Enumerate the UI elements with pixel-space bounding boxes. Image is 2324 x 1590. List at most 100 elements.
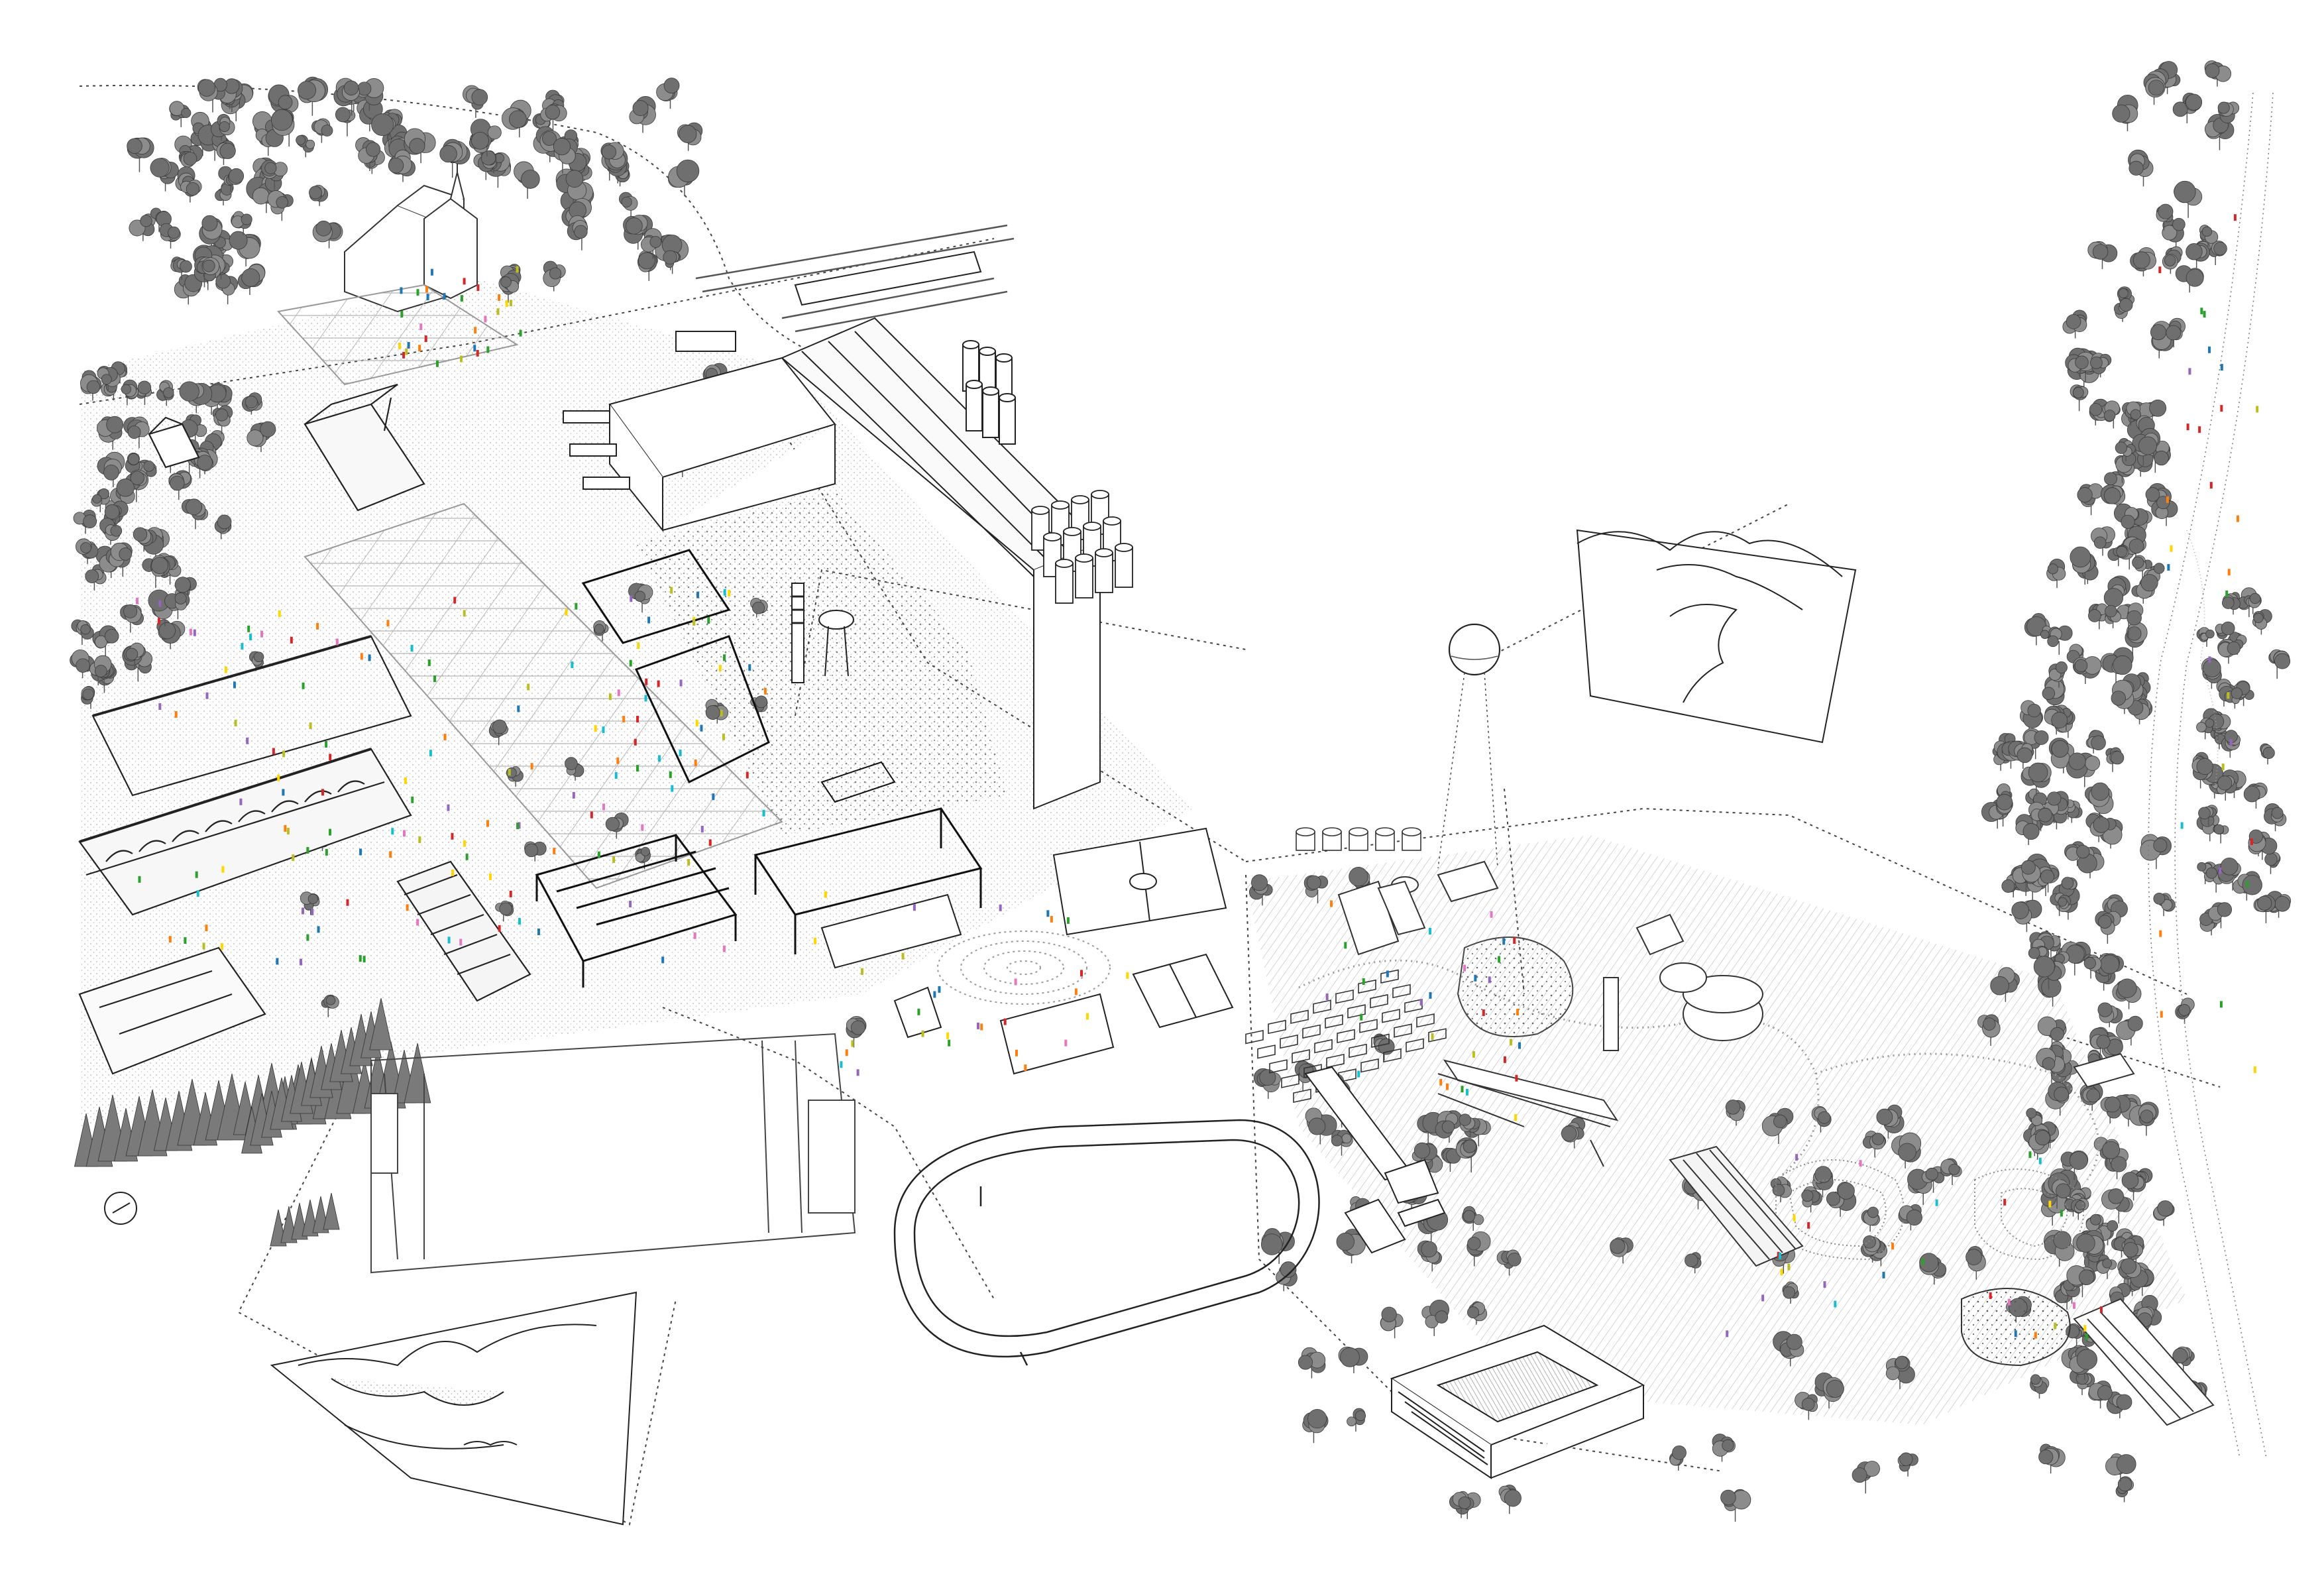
tree-icon [2201,657,2222,689]
tree-icon [2113,503,2140,537]
person-figure [999,904,1002,911]
person-figure [976,1022,979,1029]
tree-icon [1801,1186,1822,1213]
person-figure [1330,900,1333,907]
tree-icon [1338,1346,1368,1373]
person-figure [527,683,530,691]
person-figure [473,345,476,352]
parking-stall [1416,1013,1435,1028]
person-figure [1074,988,1078,995]
tree-icon [2174,180,2203,218]
tree-icon [1347,1408,1366,1432]
tree-icon [75,538,99,564]
person-figure [284,824,287,832]
person-figure [1779,1252,1782,1259]
tree-icon [2113,298,2133,322]
person-figure [644,695,647,702]
tree-icon [2089,1027,2111,1060]
person-figure [696,591,699,598]
person-figure [317,926,320,933]
tree-icon [1462,1206,1484,1231]
tank [1322,827,1342,851]
tree-icon [73,510,97,534]
person-figure [425,286,428,293]
parking-stall [1325,1014,1343,1029]
person-figure [938,986,941,993]
person-figure [220,942,223,950]
person-figure [2209,482,2213,489]
person-figure [1503,1056,1506,1063]
tree-icon [668,159,700,197]
tree-icon [2115,1015,2143,1046]
tree-icon [241,392,263,415]
tree-icon [1253,1068,1281,1099]
person-figure [921,1030,924,1037]
tree-icon [211,114,235,141]
person-figure [2225,590,2229,597]
tree-icon [2070,1369,2095,1395]
tree-icon [404,128,436,164]
tree-icon [89,655,112,686]
person-figure [196,890,199,897]
tree-icon [2222,592,2241,615]
tree-icon [2045,1081,2073,1116]
tree-icon [1795,1392,1818,1420]
person-figure [629,659,632,667]
person-figure [2200,308,2203,315]
tree-icon [2066,1265,2096,1298]
tree-icon [2114,451,2136,483]
person-figure [1472,1051,1475,1058]
person-figure [645,678,648,685]
person-figure [484,315,487,323]
tree-icon [2102,400,2121,429]
tree-cluster-church [127,76,703,305]
person-figure [2158,266,2162,274]
tree-icon [1435,1110,1463,1143]
person-figure [2188,368,2191,375]
tree-icon [156,619,186,650]
parking-stall [1370,994,1388,1009]
person-figure [1474,974,1477,982]
tree-icon [216,141,236,165]
tree-icon [231,211,252,235]
person-figure [416,289,419,296]
tree-icon [488,719,508,746]
person-figure [1024,1064,1027,1072]
parking-stall [1360,1058,1379,1073]
person-figure [138,876,141,883]
person-figure [565,608,568,616]
tree-icon [2102,894,2128,925]
tree-icon [1685,1252,1702,1274]
person-figure [463,278,466,285]
parking-stall [1337,1029,1355,1044]
tree-icon [2217,639,2241,664]
tree-icon [1761,1107,1794,1145]
person-figure [2003,1198,2007,1206]
tree-icon [135,380,152,406]
person-figure [416,919,419,926]
person-figure [400,287,403,294]
person-figure [476,349,479,357]
conifer-icon [369,997,393,1051]
tree-icon [2122,401,2141,426]
silo [982,386,999,438]
person-figure [1795,1154,1798,1161]
tree-icon [2044,1229,2075,1267]
tree-icon [2026,1107,2043,1131]
person-figure [901,952,905,960]
tree-icon [142,555,170,589]
tree-icon [2033,956,2066,990]
tree-icon [212,405,233,434]
tree-icon [296,135,315,158]
tree-icon [2166,317,2186,347]
tree-icon [2091,526,2115,556]
tree-icon [495,900,514,922]
person-figure [1859,1160,1862,1167]
person-figure [636,765,639,772]
tree-icon [1467,1301,1488,1325]
person-figure [2250,838,2253,845]
person-figure [670,587,673,594]
person-figure [748,664,751,671]
person-figure [476,284,480,291]
parking-stall [1359,1019,1378,1033]
